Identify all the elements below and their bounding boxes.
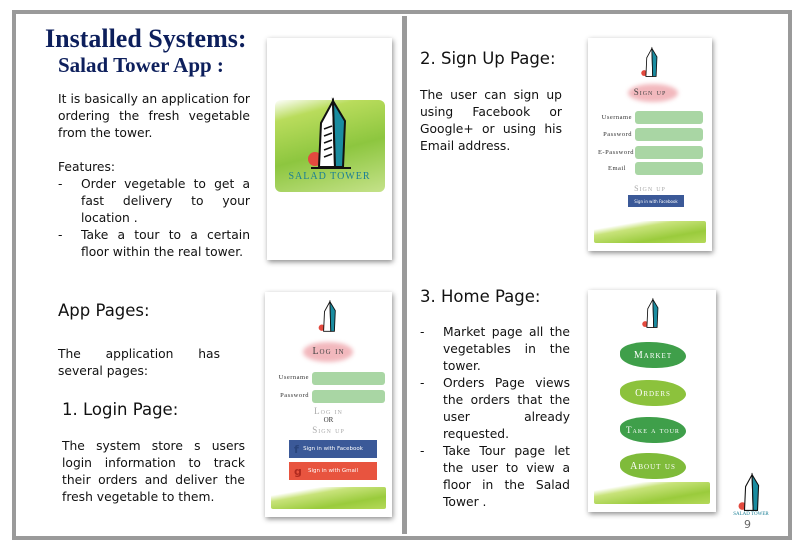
login-screen-title: Log in xyxy=(312,346,345,357)
home-item: Take Tour page let the user to view a fl… xyxy=(420,443,570,511)
email-label: Email xyxy=(607,165,626,172)
features-list: Order vegetable to get a fast delivery t… xyxy=(58,176,250,261)
username-label: Username xyxy=(601,114,632,121)
or-label: OR xyxy=(323,416,334,424)
title-splash xyxy=(303,342,353,362)
app-pages-text: The application has several pages: xyxy=(58,347,220,378)
title-splash xyxy=(628,84,678,102)
epassword-field[interactable] xyxy=(635,146,703,159)
corner-logo-text: Salad Tower xyxy=(733,512,769,517)
password-field[interactable] xyxy=(312,390,385,403)
grass-decoration xyxy=(594,221,706,243)
take-a-tour-button[interactable]: Take a tour xyxy=(620,417,686,443)
feature-item: Take a tour to a certain floor within th… xyxy=(58,227,250,261)
login-heading: 1. Login Page: xyxy=(62,400,179,419)
tower-logo-icon xyxy=(308,97,351,169)
password-label: Password xyxy=(603,131,632,138)
page-title: Installed Systems: xyxy=(45,24,247,53)
feature-item: Order vegetable to get a fast delivery t… xyxy=(58,176,250,227)
home-pages-list: Market page all the vegetables in the to… xyxy=(420,324,570,511)
features-label: Features: xyxy=(58,160,116,174)
splash-logo-text: Salad Tower xyxy=(288,171,371,182)
username-field[interactable] xyxy=(635,111,703,124)
facebook-signin-button[interactable]: Sign in with Facebook xyxy=(628,195,684,207)
signup-link[interactable]: Sign up xyxy=(312,425,345,435)
username-label: Username xyxy=(278,374,309,381)
splash-screen-card: Salad Tower xyxy=(267,38,392,260)
tower-logo-icon xyxy=(318,299,336,332)
grass-decoration xyxy=(271,487,386,509)
signup-screen-title: Sign up xyxy=(633,87,667,97)
page-frame xyxy=(12,10,792,540)
grass-decoration xyxy=(594,482,710,504)
home-screen-card: Market Orders Take a tour About us xyxy=(588,290,716,512)
epassword-label: E-Password xyxy=(597,149,634,156)
corner-tower-logo-icon xyxy=(738,472,760,511)
username-field[interactable] xyxy=(312,372,385,385)
login-screen-card: Log in Username Password Log in OR Sign … xyxy=(265,292,392,517)
intro-text: It is basically an application for order… xyxy=(58,92,250,140)
page-subtitle: Salad Tower App : xyxy=(58,53,224,77)
home-item: Orders Page views the orders that the us… xyxy=(420,375,570,443)
tower-logo-icon xyxy=(642,297,659,328)
google-icon: g xyxy=(294,464,302,478)
email-field[interactable] xyxy=(635,162,703,175)
about-us-button[interactable]: About us xyxy=(620,453,686,479)
orders-button[interactable]: Orders xyxy=(620,380,686,406)
column-divider xyxy=(402,16,407,534)
facebook-label: Sign in with Facebook xyxy=(303,446,363,452)
password-label: Password xyxy=(280,392,309,399)
tower-logo-icon xyxy=(641,46,658,77)
signup-heading: 2. Sign Up Page: xyxy=(420,49,556,68)
home-item: Market page all the vegetables in the to… xyxy=(420,324,570,375)
facebook-icon: f xyxy=(294,442,299,456)
gmail-label: Sign in with Gmail xyxy=(308,468,358,474)
signup-button[interactable]: Sign up xyxy=(634,184,666,193)
login-button[interactable]: Log in xyxy=(314,406,343,416)
facebook-signin-button[interactable]: f Sign in with Facebook xyxy=(289,440,377,458)
gmail-signin-button[interactable]: g Sign in with Gmail xyxy=(289,462,377,480)
signup-text: The user can sign up using Facebook or G… xyxy=(420,88,562,153)
signup-screen-card: Sign up Username Password E-Password Ema… xyxy=(588,38,712,251)
password-field[interactable] xyxy=(635,128,703,141)
app-pages-heading: App Pages: xyxy=(58,301,150,320)
market-button[interactable]: Market xyxy=(620,342,686,368)
login-text: The system store s users login informati… xyxy=(62,439,245,504)
home-heading: 3. Home Page: xyxy=(420,287,541,306)
page-number: 9 xyxy=(744,518,751,531)
